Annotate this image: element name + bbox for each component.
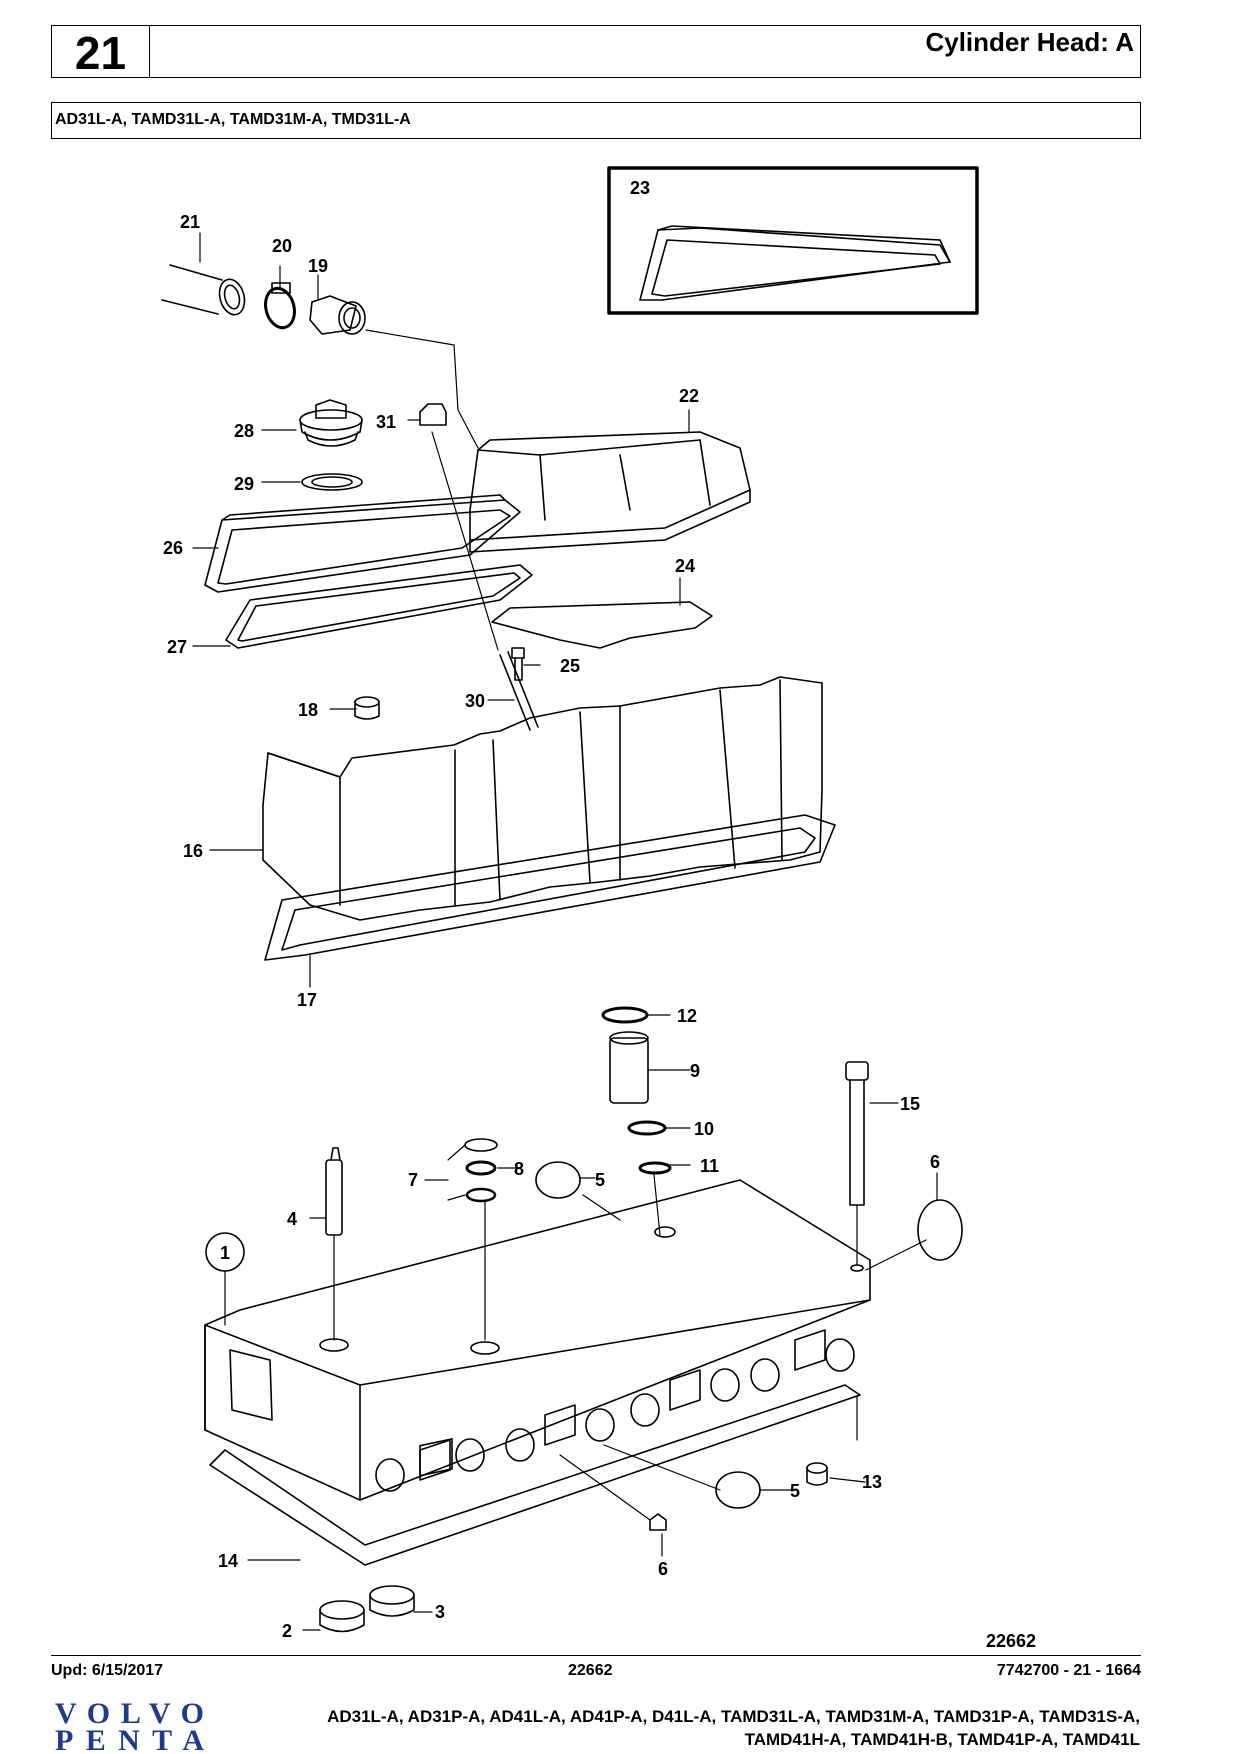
callout-14: 13 (862, 1472, 882, 1492)
valve-cover-17 (262, 676, 823, 921)
sleeve-3 (369, 1585, 415, 1617)
callout-circle-1 (205, 1232, 245, 1272)
callout-23: 22 (679, 386, 699, 406)
updated-date: Upd: 6/15/2017 (51, 1662, 164, 1679)
gasket-18 (264, 814, 836, 961)
plate-25 (491, 601, 713, 649)
callout-8: 7 (408, 1170, 418, 1190)
inset-frame (607, 166, 979, 315)
page-header: 21 Cylinder Head: A (51, 25, 1141, 79)
leader-20-23 (365, 329, 479, 449)
guide-4 (325, 1147, 343, 1236)
callout-19: 18 (298, 700, 318, 720)
callout-5-top: 5 (595, 1170, 605, 1190)
leader-12 (653, 1174, 661, 1236)
cover-27 (204, 494, 521, 593)
callout-16: 15 (900, 1094, 920, 1114)
screw-6 (649, 1513, 667, 1531)
bolt-16 (845, 1061, 869, 1206)
filler-cap-29 (299, 399, 363, 447)
callout-2: 2 (282, 1621, 292, 1641)
callout-26: 25 (560, 656, 580, 676)
engines-line-1: AD31L-A, AD31P-A, AD41L-A, AD41P-A, D41L… (327, 1707, 1140, 1726)
plug-5-top (535, 1161, 581, 1199)
callout-12: 11 (700, 1156, 719, 1176)
applicable-engines: AD31L-A, AD31P-A, AD41L-A, AD41P-A, D41L… (240, 1705, 1140, 1751)
callout-4: 4 (287, 1209, 297, 1229)
document-reference: 7742700 - 21 - 1664 (996, 1662, 1141, 1679)
callout-28: 27 (167, 637, 187, 657)
valve-cover-23 (469, 431, 751, 553)
callout-18: 17 (297, 990, 317, 1010)
callout-6: 6 (658, 1559, 668, 1579)
plug-7 (917, 1199, 963, 1261)
engines-line-2: TAMD41H-A, TAMD41H-B, TAMD41P-A, TAMD41L (744, 1730, 1140, 1749)
page-title: Cylinder Head: A (925, 27, 1134, 57)
models-line: AD31L-A, TAMD31L-A, TAMD31M-A, TMD31L-A (51, 102, 1141, 139)
callout-1: 1 (220, 1243, 230, 1263)
callout-17: 16 (183, 841, 203, 861)
callout-15: 14 (218, 1551, 238, 1571)
hose-22 (161, 264, 246, 316)
callout-20: 19 (308, 256, 328, 276)
volvo-penta-logo: VOLVO PENTA (55, 1698, 205, 1750)
clamp-21 (264, 282, 296, 330)
callout-9: 8 (514, 1159, 524, 1179)
sleeve-10 (609, 1031, 649, 1104)
callout-11: 10 (694, 1119, 714, 1139)
exploded-diagram: 21 20 19 23 22 31 28 29 26 24 25 27 30 1… (161, 166, 1036, 1651)
sleeve-2 (319, 1600, 365, 1633)
callout-31: 30 (465, 691, 485, 711)
section-number: 21 (52, 26, 150, 79)
leader-lines (192, 232, 938, 1631)
plug-14 (806, 1462, 828, 1486)
callout-32: 31 (376, 412, 396, 432)
stud-31 (499, 651, 539, 731)
callout-30: 29 (234, 474, 254, 494)
callout-7: 6 (930, 1152, 940, 1172)
cylinder-head-1 (204, 1179, 871, 1501)
callout-10: 9 (690, 1061, 700, 1081)
ring-12 (638, 1161, 672, 1175)
callout-labels: 21 20 19 23 22 31 28 29 26 24 25 27 30 1… (163, 178, 1036, 1651)
svg-text:PENTA: PENTA (55, 1724, 205, 1750)
nut-19 (354, 696, 380, 720)
callout-21: 20 (272, 236, 292, 256)
callout-29: 28 (234, 421, 254, 441)
callout-13: 12 (677, 1006, 697, 1026)
nut-32 (419, 403, 447, 426)
callout-3: 3 (435, 1602, 445, 1622)
gasket-28 (225, 564, 533, 649)
seal-30 (301, 473, 363, 491)
callout-27: 26 (163, 538, 183, 558)
valve-parts-8-9 (464, 1138, 498, 1203)
plug-5-bottom (715, 1471, 761, 1509)
image-reference: 22662 (568, 1662, 613, 1679)
callout-24: 23 (630, 178, 650, 198)
callout-22: 21 (180, 212, 200, 232)
ring-13 (601, 1006, 649, 1024)
ring-11 (627, 1120, 667, 1136)
callout-25: 24 (675, 556, 695, 576)
gasket-15 (209, 1384, 861, 1566)
part-24-gasket (639, 225, 951, 301)
nipple-20 (309, 295, 366, 335)
footer-rule (51, 1655, 1141, 1656)
callout-5-bottom: 5 (790, 1481, 800, 1501)
image-number: 22662 (986, 1631, 1036, 1651)
leader-32-stud (431, 431, 499, 651)
